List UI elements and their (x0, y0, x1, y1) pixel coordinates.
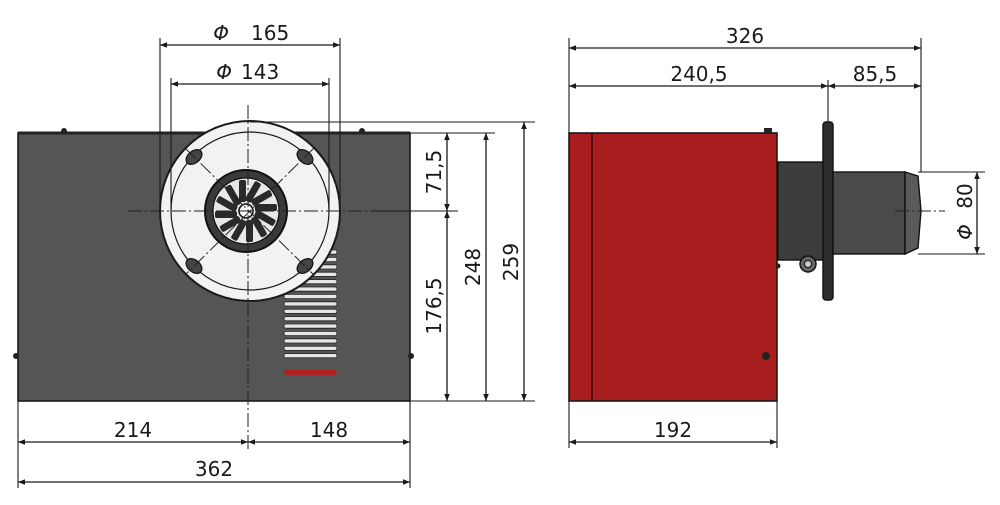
dim-w362-text: 362 (195, 457, 233, 481)
front-centerline-diagonal (184, 147, 315, 276)
dim-h176_5-text: 176,5 (422, 277, 446, 334)
grille-slot (283, 301, 338, 307)
grille-slot (283, 330, 338, 336)
dim-w326-text: 326 (726, 24, 764, 48)
dim-d143-value: 143 (241, 60, 279, 84)
grille-red-slot (284, 370, 337, 375)
side-housing (568, 132, 778, 402)
front-view: Φ 165 Φ 143 71,5 176,5 248 259 214 148 3 (13, 21, 535, 488)
dim-w192-text: 192 (654, 418, 692, 442)
impeller-blade (231, 219, 247, 241)
dim-h248-text: 248 (461, 248, 485, 286)
side-bolt-icon (762, 352, 770, 360)
burner-neck (777, 161, 825, 261)
dim-d80-symbol: Φ (953, 224, 977, 240)
side-view: 326 240,5 85,5 Φ 80 192 (568, 24, 985, 448)
side-housing-top-lip (764, 128, 772, 134)
impeller-blade (255, 204, 277, 211)
side-bolt-icon (775, 263, 781, 269)
dim-d143-symbol: Φ (216, 60, 232, 84)
dim-h71_5-text: 71,5 (422, 150, 446, 195)
impeller-blade (251, 216, 267, 238)
impeller-blade (251, 190, 273, 206)
housing-bolt-icon (408, 353, 414, 359)
grille-slot (283, 323, 338, 329)
mounting-flange (822, 121, 834, 301)
grille-slot (283, 293, 338, 299)
impeller-blade (216, 196, 238, 212)
impeller-blade (239, 180, 246, 202)
impeller-blade (219, 216, 241, 232)
housing-bolt-icon (61, 128, 67, 134)
housing-bolt-icon (359, 128, 365, 134)
dim-h259-text: 259 (499, 243, 523, 281)
fitting-icon-core (804, 260, 812, 268)
grille-slot (283, 353, 338, 359)
grille-slot (283, 316, 338, 322)
dim-d80-value: 80 (953, 183, 977, 208)
dim-d165-symbol: Φ (213, 21, 229, 45)
impeller-blade (215, 211, 237, 218)
dim-w214-text: 214 (114, 418, 152, 442)
grille-slot (283, 345, 338, 351)
blast-tube (832, 171, 906, 255)
housing-bolt-icon (13, 353, 19, 359)
impeller-blade (245, 181, 261, 203)
grille-slot (283, 338, 338, 344)
impeller-blade (246, 220, 253, 242)
dim-d165-value: 165 (251, 21, 289, 45)
impeller-blade (254, 210, 276, 226)
blast-tube-nozzle (904, 171, 922, 256)
dim-w240_5-text: 240,5 (670, 62, 727, 86)
dim-w85_5-text: 85,5 (853, 62, 898, 86)
grille-slot (283, 308, 338, 314)
dim-w148-text: 148 (310, 418, 348, 442)
